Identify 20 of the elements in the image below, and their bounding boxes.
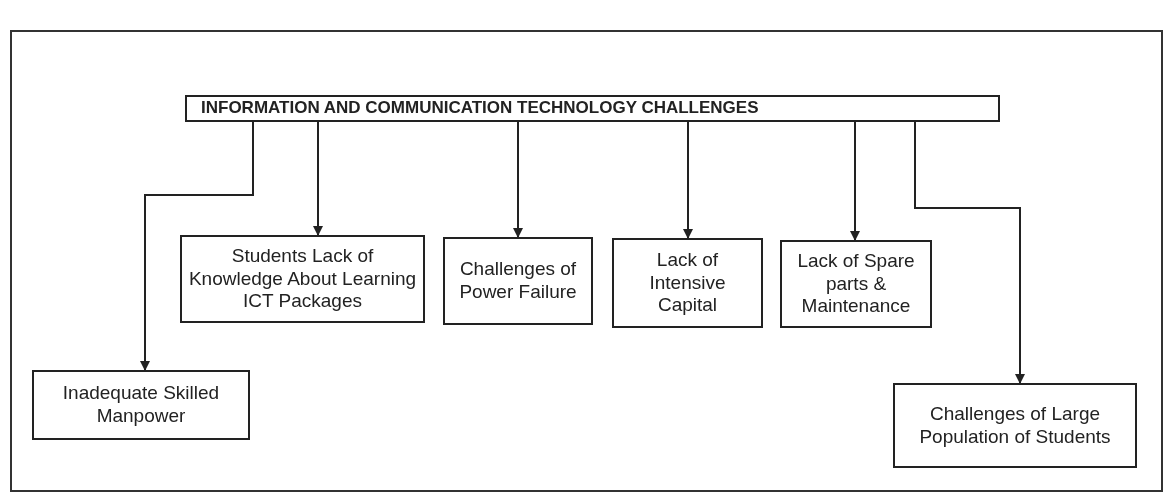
process-box	[780, 240, 932, 328]
box-text: Lack of Intensive Capital	[648, 248, 727, 318]
box-text: Challenges of Power Failure	[458, 258, 578, 304]
box-text: INFORMATION AND COMMUNICATION TECHNOLOGY CHALLENGES	[201, 98, 759, 119]
arrow	[850, 121, 860, 241]
arrow	[140, 121, 254, 371]
process-box	[893, 383, 1137, 468]
arrow	[513, 121, 523, 238]
box-text: Challenges of Large Population of Students	[918, 402, 1112, 449]
process-box	[185, 95, 1000, 122]
process-box	[32, 370, 250, 440]
arrow	[313, 121, 323, 236]
arrow	[914, 121, 1025, 384]
process-box	[612, 238, 763, 328]
arrow	[683, 121, 693, 239]
box-text: Students Lack of Knowledge About Learning ICT Packages	[187, 244, 418, 314]
process-box	[443, 237, 593, 325]
box-text: Inadequate Skilled Manpower	[61, 382, 221, 428]
box-text: Lack of Spare parts & Maintenance	[796, 249, 916, 319]
process-box	[180, 235, 425, 323]
